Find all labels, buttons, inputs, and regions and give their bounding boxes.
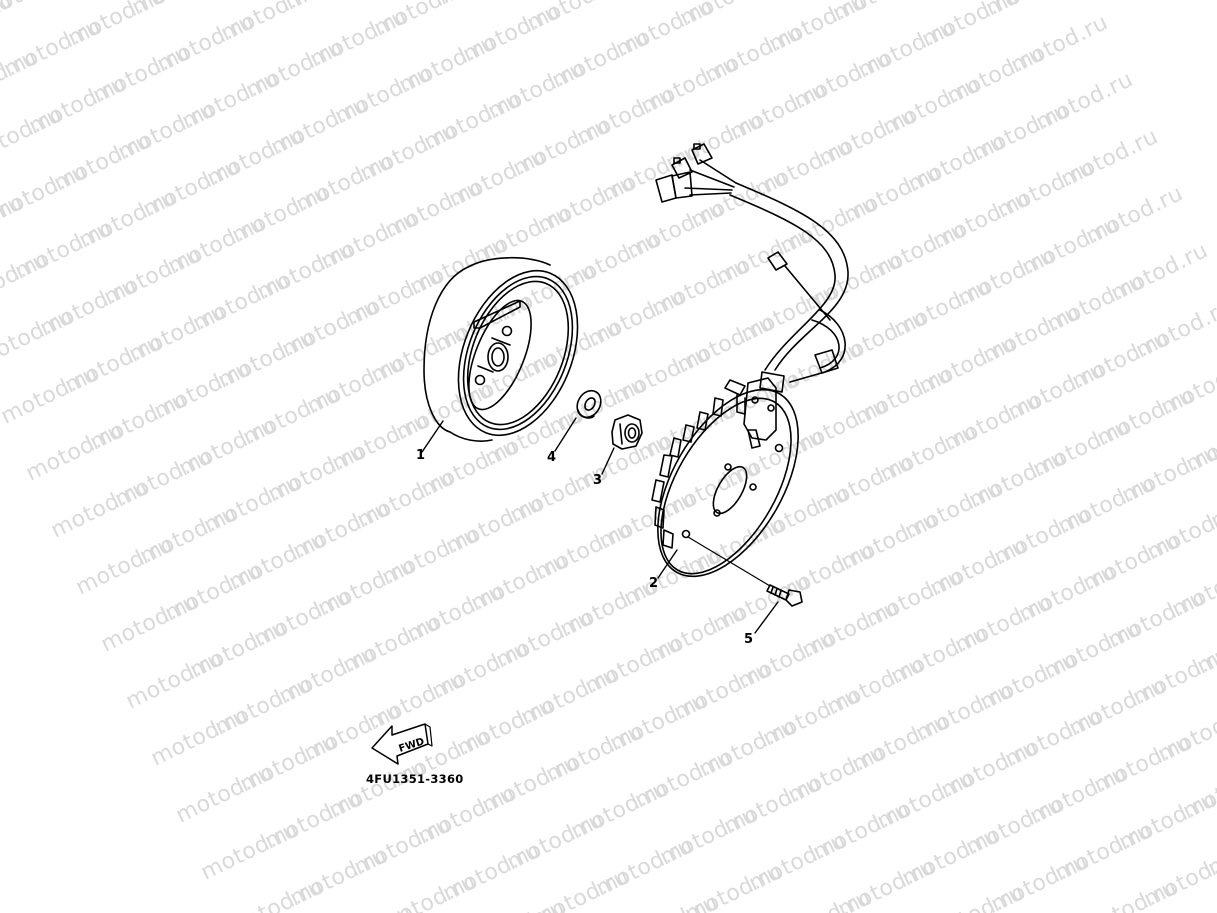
callout-2: 2	[649, 576, 659, 591]
nut	[611, 414, 643, 450]
wire-harness	[655, 143, 849, 383]
callout-4: 4	[547, 450, 557, 465]
part-code-label: 4FU1351-3360	[366, 772, 464, 786]
bolt	[766, 584, 803, 607]
fwd-label: FWD	[398, 736, 426, 755]
stator-assembly	[651, 371, 799, 578]
rotor-flywheel	[423, 256, 579, 442]
washer	[576, 389, 602, 419]
forward-direction-arrow: FWD	[371, 723, 433, 765]
callout-1: 1	[416, 448, 426, 463]
leader-line-5	[754, 601, 779, 634]
leader-line-1	[421, 420, 444, 453]
callout-5: 5	[744, 632, 754, 647]
leader-line-4	[554, 417, 577, 452]
callout-3: 3	[593, 473, 603, 488]
leader-line-3	[601, 447, 615, 475]
leader-line-2	[657, 549, 678, 579]
bolt-alignment-line	[687, 536, 771, 587]
